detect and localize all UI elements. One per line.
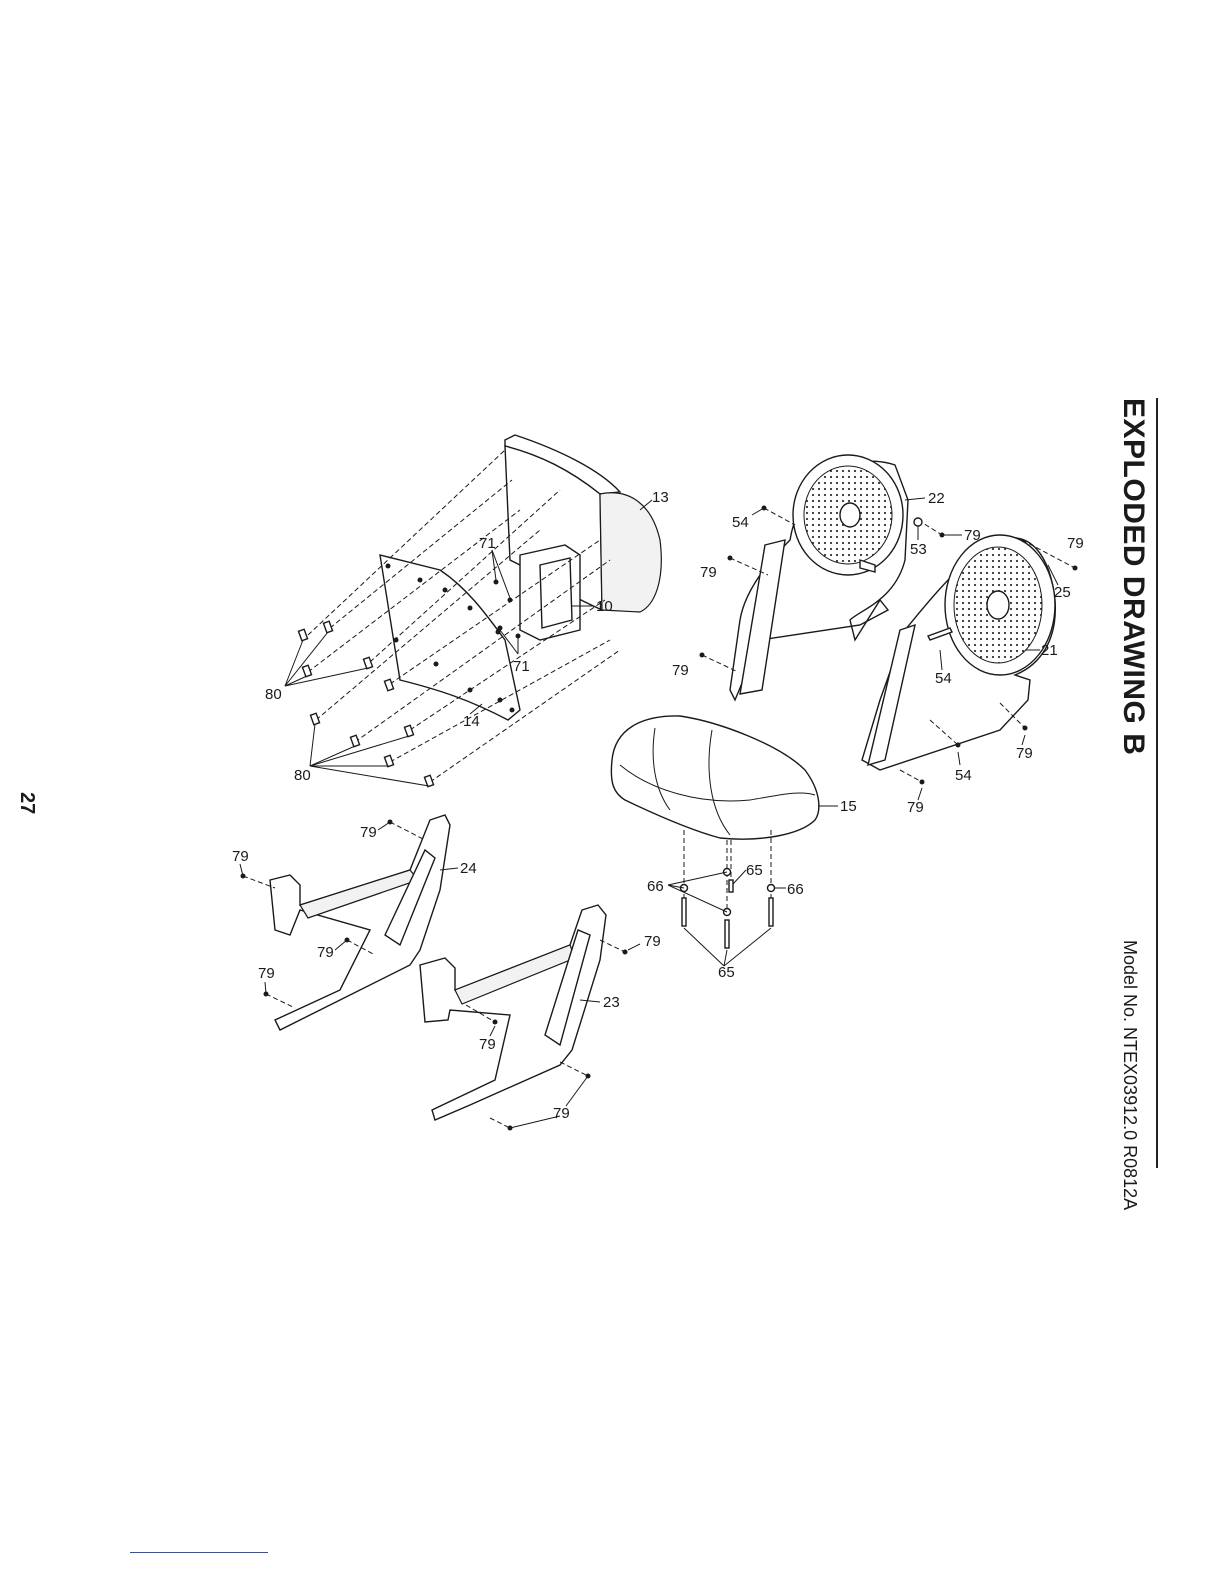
part-23-front-cover: [420, 905, 606, 1120]
model-number: Model No. NTEX03912.0 R0812A: [1119, 940, 1140, 1210]
callout-54: 54: [732, 514, 749, 531]
callout-79: 79: [317, 944, 334, 961]
callout-80: 80: [265, 686, 282, 703]
callout-79: 79: [700, 564, 717, 581]
callout-79: 79: [1016, 745, 1033, 762]
callout-65: 65: [746, 862, 763, 879]
callout-80: 80: [294, 767, 311, 784]
title-rule: [1156, 398, 1158, 1168]
page-title: EXPLODED DRAWING B: [1116, 398, 1150, 755]
callout-14: 14: [463, 713, 480, 730]
callout-79: 79: [258, 965, 275, 982]
callout-21: 21: [1041, 642, 1058, 659]
callout-79: 79: [644, 933, 661, 950]
callout-54: 54: [955, 767, 972, 784]
page-number: 27: [15, 792, 38, 814]
callout-22: 22: [928, 490, 945, 507]
callout-79: 79: [479, 1036, 496, 1053]
callout-25: 25: [1054, 584, 1071, 601]
callout-24: 24: [460, 860, 477, 877]
callout-79: 79: [1067, 535, 1084, 552]
callout-66: 66: [647, 878, 664, 895]
callout-79: 79: [964, 527, 981, 544]
callout-15: 15: [840, 798, 857, 815]
callout-54: 54: [935, 670, 952, 687]
callout-79: 79: [232, 848, 249, 865]
part-15-seat: [611, 716, 838, 839]
callout-53: 53: [910, 541, 927, 558]
callout-71: 71: [513, 658, 530, 675]
callout-10: 10: [596, 598, 613, 615]
part-14-front-panel: [380, 555, 520, 720]
callout-23: 23: [603, 994, 620, 1011]
callout-13: 13: [652, 489, 669, 506]
callout-66: 66: [787, 881, 804, 898]
callout-79: 79: [907, 799, 924, 816]
callout-79: 79: [553, 1105, 570, 1122]
callout-71: 71: [479, 535, 496, 552]
callout-79: 79: [672, 662, 689, 679]
callout-65: 65: [718, 964, 735, 981]
callout-79: 79: [360, 824, 377, 841]
part-65-66-seat-bolts: [668, 830, 786, 966]
footer-link-line: [130, 1552, 268, 1553]
